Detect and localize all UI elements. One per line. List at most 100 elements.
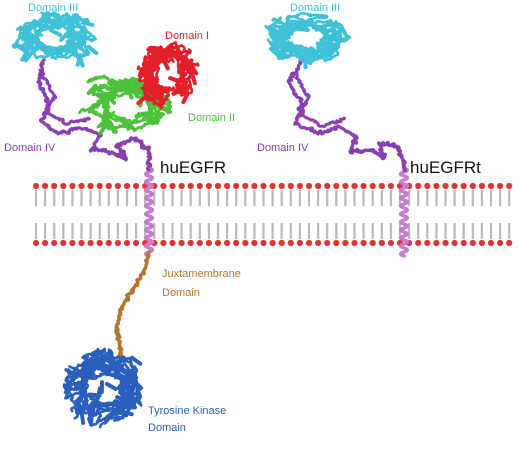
lipid-head (188, 183, 194, 189)
lipid-head (306, 183, 312, 189)
huegfrt-title: huEGFRt (410, 158, 481, 178)
lipid-head (78, 240, 84, 246)
lipid-head (306, 240, 312, 246)
domain-iii-chain-strand (51, 30, 60, 35)
domain-iii-ribbon-huegfr (13, 12, 96, 65)
tyrosine-kinase-label-line1: Tyrosine Kinase (148, 405, 226, 418)
lipid-head (169, 183, 175, 189)
lipid-head (497, 183, 503, 189)
domain-ii-chain-strand (128, 88, 131, 98)
lipid-head (124, 183, 130, 189)
lipid-head (288, 240, 294, 246)
domain-iv-label-left: Domain IV (4, 142, 55, 155)
lipid-head (78, 183, 84, 189)
lipid-head (415, 240, 421, 246)
juxtamembrane-domain-ribbon (116, 252, 149, 359)
lipid-head (315, 240, 321, 246)
lipid-head (470, 183, 476, 189)
lipid-head (215, 240, 221, 246)
juxtamembrane-label-line2: Domain (162, 287, 200, 300)
lipid-head (324, 183, 330, 189)
lipid-head (461, 183, 467, 189)
lipid-head (351, 183, 357, 189)
lipid-head (361, 240, 367, 246)
lipid-head (224, 240, 230, 246)
tyrosine-kinase-chain-strand (107, 384, 116, 389)
lipid-head (188, 240, 194, 246)
lipid-head (370, 183, 376, 189)
lipid-head (88, 183, 94, 189)
lipid-head (215, 183, 221, 189)
lipid-head (233, 240, 239, 246)
lipid-head (452, 240, 458, 246)
lipid-head (379, 183, 385, 189)
tyrosine-kinase-chain-strand (132, 358, 140, 364)
domain-iii-label-right: Domain III (290, 2, 340, 15)
domain-i-chain-strand (144, 57, 145, 67)
domain-iii-chain-strand (279, 57, 289, 58)
lipid-head (506, 183, 512, 189)
domain-ii-chain-strand (103, 110, 105, 120)
lipid-head (206, 183, 212, 189)
lipid-head (442, 183, 448, 189)
lipid-head (133, 240, 139, 246)
lipid-head (388, 240, 394, 246)
lipid-head (333, 183, 339, 189)
domain-iii-ribbon-huegfrt (266, 13, 350, 67)
domain-iii-chain-strand (61, 33, 68, 40)
lipid-head (233, 183, 239, 189)
lipid-head (315, 183, 321, 189)
lipid-head (197, 240, 203, 246)
tyrosine-kinase-chain-strand (82, 413, 83, 423)
lipid-head (442, 240, 448, 246)
domain-ii-chain-strand (147, 120, 157, 123)
domain-iii-chain-strand (68, 38, 77, 41)
lipid-head (115, 183, 121, 189)
lipid-head (106, 183, 112, 189)
lipid-head (370, 240, 376, 246)
lipid-head (415, 183, 421, 189)
lipid-head (260, 183, 266, 189)
lipid-head (169, 240, 175, 246)
lipid-head (224, 183, 230, 189)
lipid-head (206, 240, 212, 246)
lipid-head (60, 183, 66, 189)
lipid-head (42, 183, 48, 189)
lipid-head (106, 240, 112, 246)
lipid-head (133, 183, 139, 189)
lipid-head (60, 240, 66, 246)
lipid-head (388, 183, 394, 189)
tyrosine-kinase-chain-strand (90, 395, 100, 396)
lipid-head (297, 240, 303, 246)
lipid-head (69, 240, 75, 246)
domain-iii-chain-strand (298, 29, 308, 30)
lipid-head (279, 183, 285, 189)
lipid-head (33, 240, 39, 246)
lipid-head (115, 240, 121, 246)
domain-ii-chain-strand (110, 122, 114, 131)
lipid-head (69, 183, 75, 189)
lipid-head (179, 240, 185, 246)
domain-iii-label-left: Domain III (28, 2, 78, 15)
lipid-head (288, 183, 294, 189)
huegfr-title: huEGFR (160, 158, 226, 178)
tyrosine-kinase-chain-strand (122, 412, 132, 415)
lipid-head (333, 240, 339, 246)
lipid-head (488, 183, 494, 189)
lipid-head (361, 183, 367, 189)
lipid-head (97, 240, 103, 246)
domain-iv-label-right: Domain IV (257, 142, 308, 155)
lipid-head (197, 183, 203, 189)
lipid-head (179, 183, 185, 189)
lipid-head (260, 240, 266, 246)
lipid-head (461, 240, 467, 246)
lipid-head (297, 183, 303, 189)
lipid-head (51, 183, 57, 189)
lipid-head (424, 240, 430, 246)
lipid-head (251, 183, 257, 189)
lipid-head (433, 183, 439, 189)
lipid-head (251, 240, 257, 246)
lipid-head (242, 240, 248, 246)
lipid-head (160, 240, 166, 246)
lipid-head (452, 183, 458, 189)
